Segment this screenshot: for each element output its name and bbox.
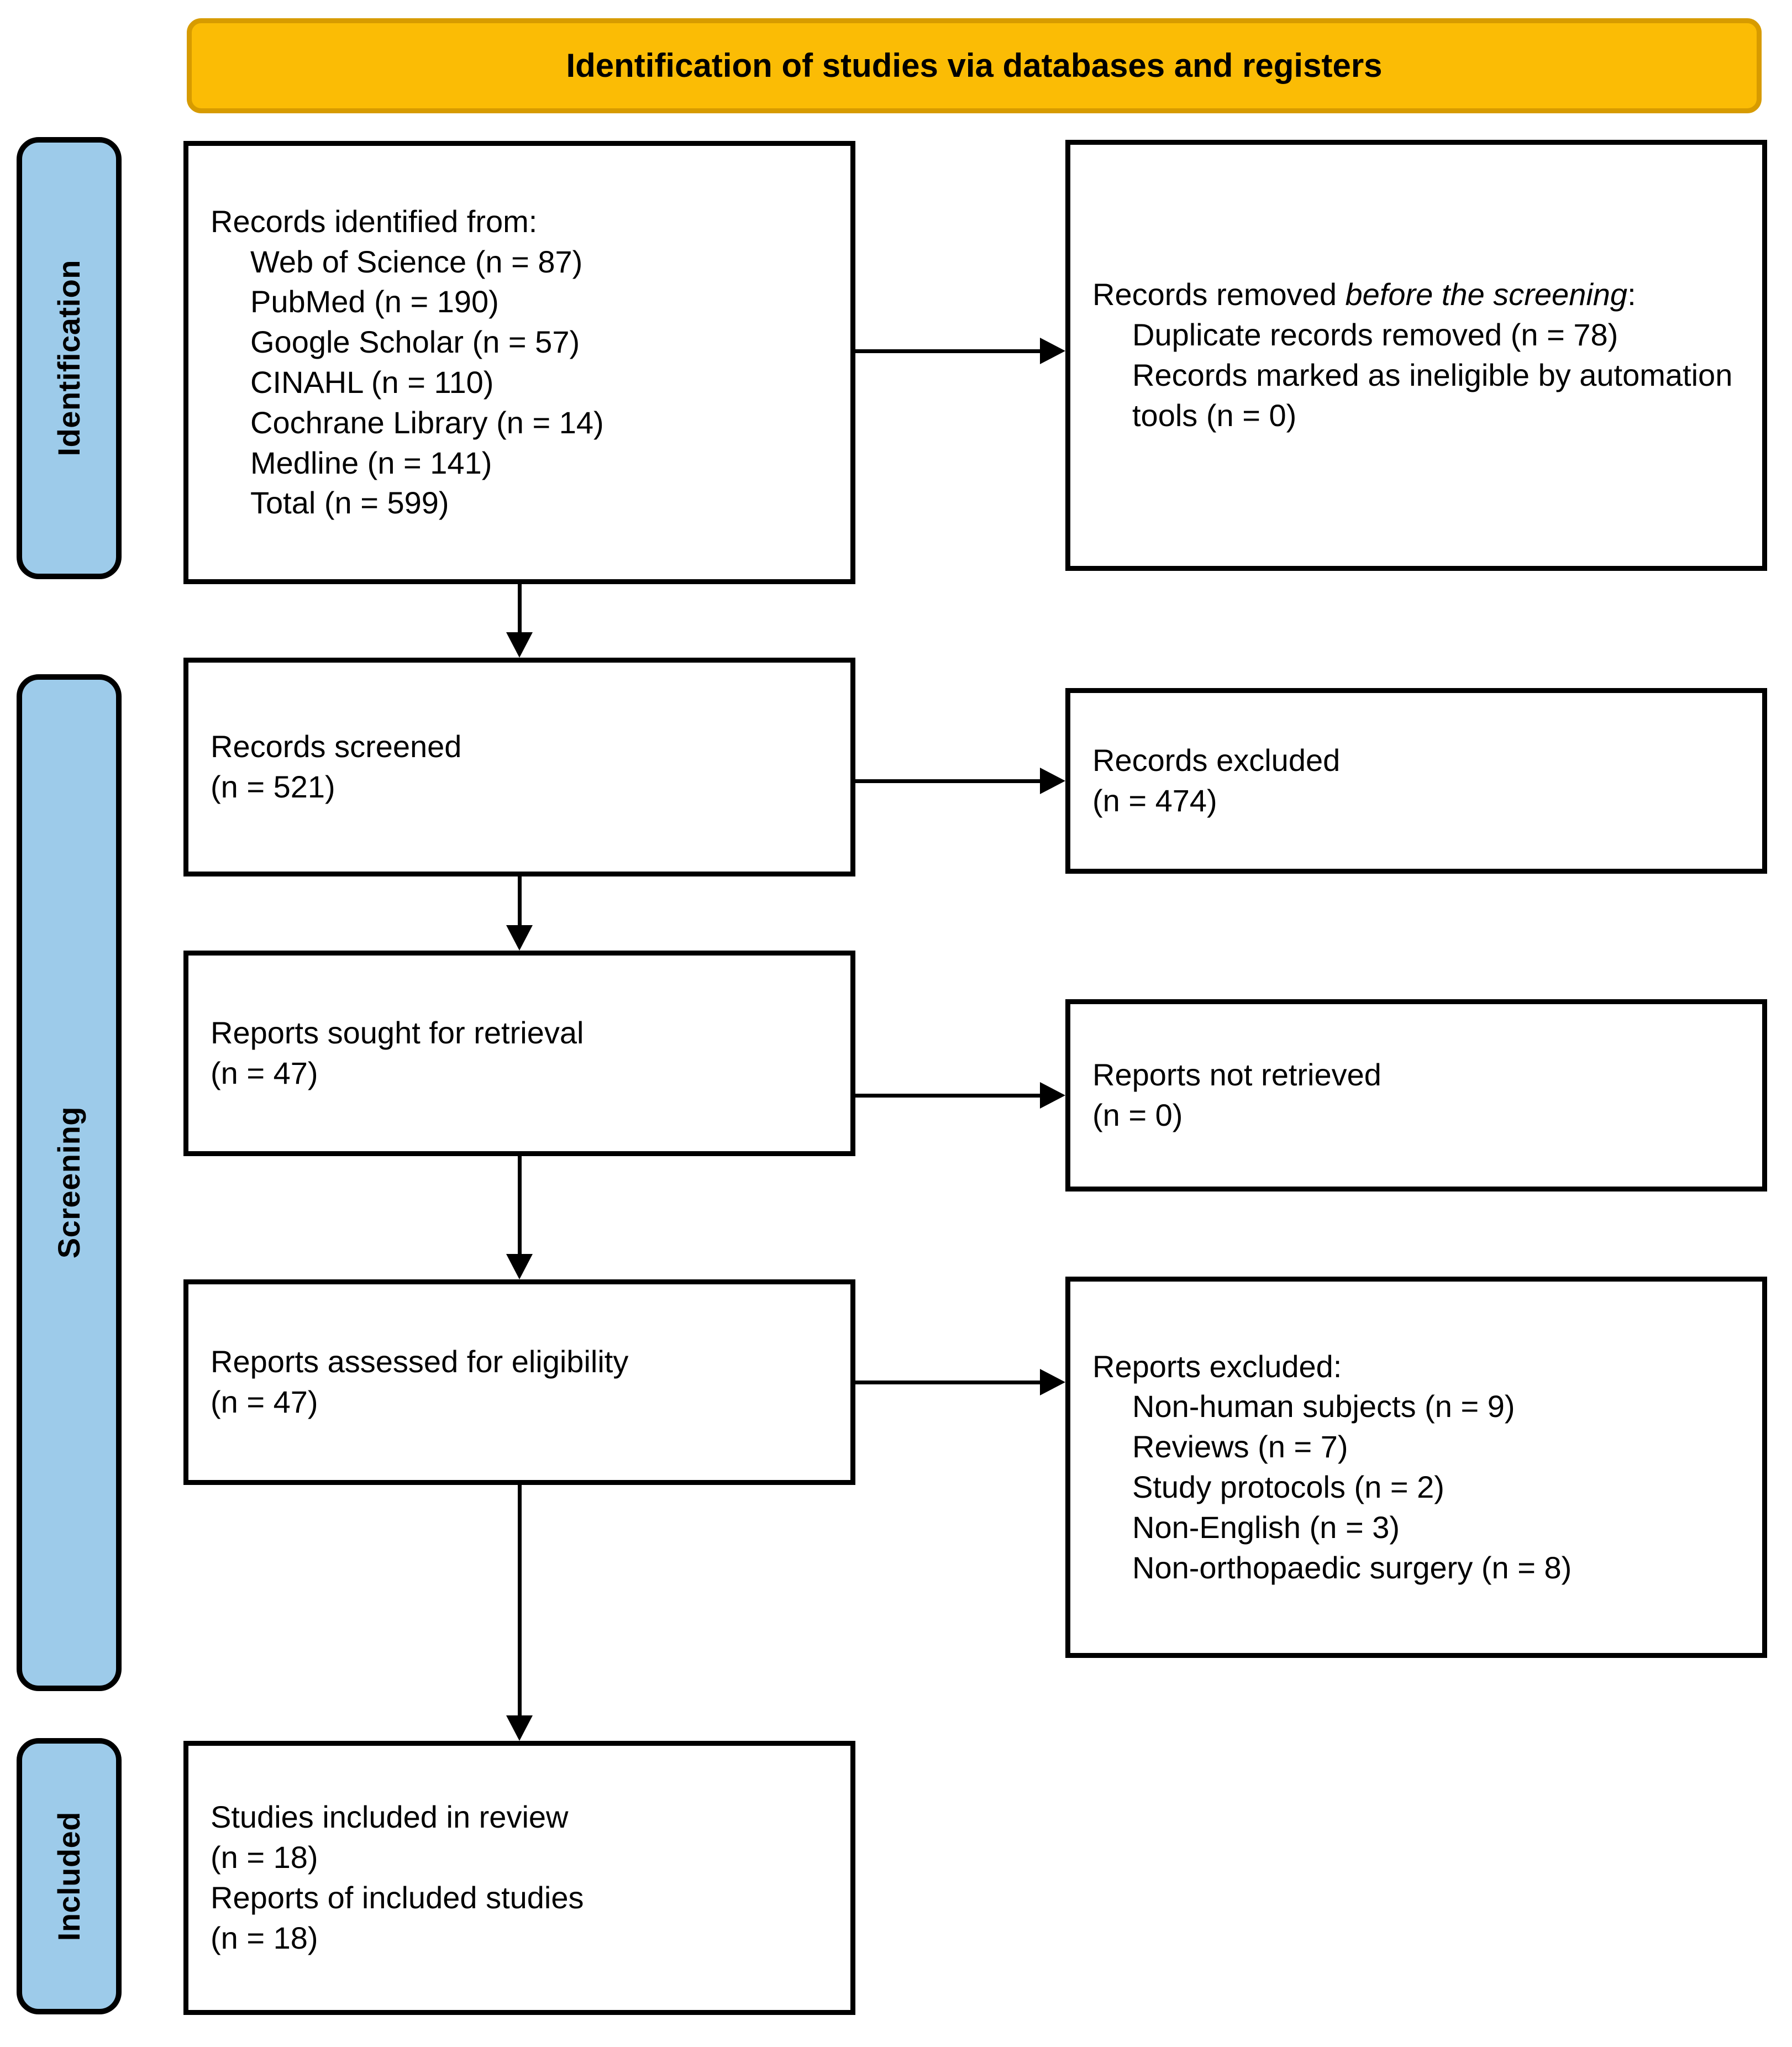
diagram-title: Identification of studies via databases …: [566, 47, 1383, 84]
arrow-head-down-icon: [506, 1254, 533, 1279]
source-pubmed: PubMed (n = 190): [250, 284, 499, 319]
arrow-shaft: [517, 584, 522, 632]
reports-assessed-title: Reports assessed for eligibility: [211, 1344, 629, 1379]
arrow-shaft: [517, 876, 522, 925]
arrow-head-right-icon: [1040, 1369, 1065, 1395]
arrow-head-down-icon: [506, 925, 533, 951]
arrow-head-right-icon: [1040, 768, 1065, 794]
reports-not-retrieved-count: (n = 0): [1092, 1098, 1183, 1132]
box-studies-included: Studies included in review (n = 18) Repo…: [183, 1741, 855, 2015]
records-removed-lead-italic: before the screening: [1345, 277, 1628, 312]
arrow-screened-to-sought: [472, 876, 566, 951]
arrow-shaft: [855, 349, 1040, 353]
arrow-shaft: [855, 1380, 1040, 1384]
reports-sought-title: Reports sought for retrieval: [211, 1015, 584, 1051]
arrow-shaft: [517, 1485, 522, 1715]
studies-included-label: Studies included in review: [211, 1799, 569, 1835]
box-records-removed: Records removed before the screening: Du…: [1065, 140, 1767, 571]
records-excluded-count: (n = 474): [1092, 783, 1217, 818]
arrow-identified-to-removed: [855, 334, 1065, 368]
records-screened-title: Records screened: [211, 729, 462, 764]
arrow-shaft: [517, 1156, 522, 1254]
reason-non-human-subjects: Non-human subjects (n = 9): [1132, 1389, 1515, 1424]
arrow-sought-to-not-retrieved: [855, 1079, 1065, 1112]
reports-not-retrieved-title: Reports not retrieved: [1092, 1057, 1381, 1093]
removed-duplicate-records: Duplicate records removed (n = 78): [1132, 317, 1618, 353]
arrow-sought-to-assessed: [472, 1156, 566, 1279]
box-reports-assessed: Reports assessed for eligibility (n = 47…: [183, 1279, 855, 1485]
box-records-screened: Records screened (n = 521): [183, 658, 855, 876]
source-medline: Medline (n = 141): [250, 445, 492, 480]
stage-band-identification-label: Identification: [51, 260, 86, 456]
stage-band-included: Included: [17, 1738, 122, 2014]
studies-included-count: (n = 18): [211, 1840, 318, 1875]
arrow-assessed-to-included: [472, 1485, 566, 1741]
reports-excluded-title: Reports excluded:: [1092, 1348, 1342, 1384]
records-excluded-title: Records excluded: [1092, 743, 1341, 778]
stage-band-screening: Screening: [17, 674, 122, 1691]
box-reports-excluded: Reports excluded: Non-human subjects (n …: [1065, 1277, 1767, 1658]
box-records-identified: Records identified from: Web of Science …: [183, 141, 855, 584]
reason-study-protocols: Study protocols (n = 2): [1132, 1469, 1444, 1504]
box-records-excluded: Records excluded (n = 474): [1065, 688, 1767, 874]
reports-sought-count: (n = 47): [211, 1056, 318, 1090]
arrow-head-right-icon: [1040, 338, 1065, 364]
box-reports-not-retrieved: Reports not retrieved (n = 0): [1065, 999, 1767, 1192]
arrow-shaft: [855, 1093, 1040, 1098]
records-removed-lead: Records removed: [1092, 277, 1346, 312]
reason-non-english: Non-English (n = 3): [1132, 1509, 1400, 1545]
stage-band-screening-label: Screening: [51, 1106, 86, 1259]
records-screened-count: (n = 521): [211, 769, 335, 804]
records-removed-colon: :: [1627, 277, 1636, 312]
reports-assessed-count: (n = 47): [211, 1384, 318, 1419]
removed-ineligible-automation: Records marked as ineligible by automati…: [1132, 358, 1741, 433]
source-google-scholar: Google Scholar (n = 57): [250, 324, 580, 360]
reports-of-included-label: Reports of included studies: [211, 1880, 584, 1915]
source-cochrane-library: Cochrane Library (n = 14): [250, 405, 604, 440]
stage-band-included-label: Included: [51, 1811, 86, 1941]
diagram-header-banner: Identification of studies via databases …: [187, 18, 1762, 113]
records-removed-title: Records removed before the screening:: [1092, 275, 1740, 315]
reason-non-orthopaedic-surgery: Non-orthopaedic surgery (n = 8): [1132, 1550, 1572, 1585]
source-web-of-science: Web of Science (n = 87): [250, 244, 583, 279]
arrow-identified-to-screened: [472, 584, 566, 658]
source-total: Total (n = 599): [250, 485, 449, 521]
arrow-assessed-to-reports-excluded: [855, 1366, 1065, 1399]
arrow-head-down-icon: [506, 1715, 533, 1741]
arrow-shaft: [855, 779, 1040, 783]
arrow-screened-to-excluded: [855, 764, 1065, 797]
box-reports-sought: Reports sought for retrieval (n = 47): [183, 951, 855, 1156]
arrow-head-down-icon: [506, 632, 533, 658]
reports-of-included-count: (n = 18): [211, 1920, 318, 1955]
records-identified-title: Records identified from:: [211, 203, 538, 239]
reason-reviews: Reviews (n = 7): [1132, 1429, 1348, 1465]
arrow-head-right-icon: [1040, 1082, 1065, 1109]
source-cinahl: CINAHL (n = 110): [250, 365, 494, 400]
stage-band-identification: Identification: [17, 137, 122, 579]
